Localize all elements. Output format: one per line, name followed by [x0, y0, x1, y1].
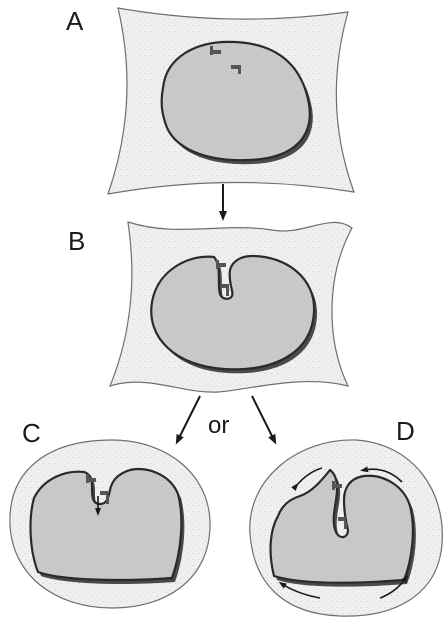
- panel-c: [10, 440, 210, 608]
- panel-a: [108, 8, 354, 194]
- panel-label-a: A: [66, 8, 83, 34]
- panel-label-b: B: [68, 228, 85, 254]
- arrow-b-to-d: [252, 396, 274, 440]
- panel-label-d: D: [396, 418, 415, 444]
- panel-d: [250, 440, 443, 616]
- panel-b-cell: [151, 256, 314, 369]
- panel-b: [110, 222, 352, 392]
- arrow-b-to-c: [178, 396, 200, 440]
- or-connector-text: or: [208, 412, 229, 440]
- panel-label-c: C: [22, 420, 41, 446]
